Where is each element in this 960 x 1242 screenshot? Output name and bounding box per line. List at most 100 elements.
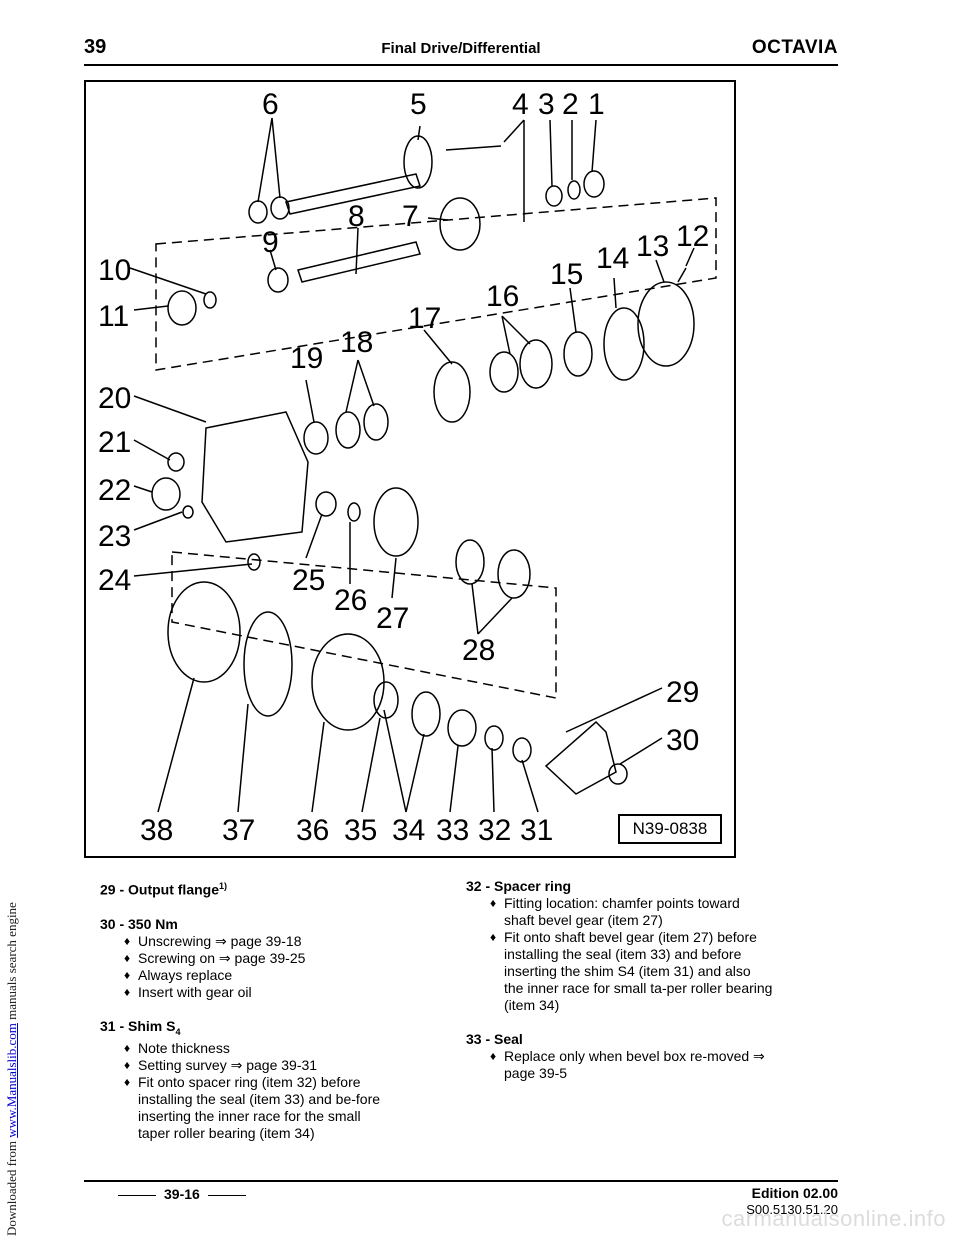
label-35: 35: [344, 814, 377, 847]
label-34: 34: [392, 814, 425, 847]
label-31: 31: [520, 814, 553, 847]
cover-36: [311, 633, 385, 731]
ring-10: [203, 291, 217, 309]
label-8: 8: [348, 200, 365, 233]
bearing-16b: [489, 351, 519, 393]
footnote-mark: 1): [219, 881, 228, 891]
brand-name: OCTAVIA: [751, 37, 838, 58]
bearing-18a: [363, 403, 389, 441]
race-28b: [497, 549, 531, 599]
subscript: 4: [175, 1026, 181, 1037]
label-30: 30: [666, 724, 699, 757]
label-36: 36: [296, 814, 329, 847]
race-18b: [335, 411, 361, 449]
page-header: 39 Final Drive/Differential OCTAVIA: [84, 34, 838, 66]
chapter-number: 39: [84, 36, 107, 58]
shim-31: [512, 737, 532, 763]
leader-lines: [129, 117, 695, 813]
exploded-view-figure: 6 5 4 3 2 1 7 8 9 10 11 12 13 14 15 16 1…: [84, 80, 736, 858]
label-19: 19: [290, 342, 323, 375]
label-21: 21: [98, 426, 131, 459]
label-12: 12: [676, 220, 709, 253]
bullet: Insert with gear oil: [124, 984, 388, 1001]
label-3: 3: [538, 88, 555, 121]
label-27: 27: [376, 602, 409, 635]
item-31-title: 31 - Shim S: [100, 1017, 176, 1034]
exploded-diagram: 6 5 4 3 2 1 7 8 9 10 11 12 13 14 15 16 1…: [98, 88, 717, 847]
download-note: Downloaded from www.Manualslib.com manua…: [0, 0, 24, 1242]
plug-23: [182, 505, 194, 519]
download-suffix: manuals search engine: [4, 902, 19, 1024]
left-column: 29 - Output flange1) 30 - 350 Nm Unscrew…: [100, 878, 388, 1159]
label-10: 10: [98, 254, 131, 287]
bullet: Unscrewing ⇒ page 39-18: [124, 933, 388, 950]
bolt-12: [677, 267, 687, 283]
bullet: Screwing on ⇒ page 39-25: [124, 950, 388, 967]
label-15: 15: [550, 258, 583, 291]
shim-15: [563, 331, 593, 377]
bullet: Always replace: [124, 967, 388, 984]
seal-33: [447, 709, 477, 747]
item-32: 32 - Spacer ring Fitting location: chamf…: [466, 878, 774, 1014]
bearing-6b: [270, 196, 290, 220]
manualslib-link[interactable]: www.Manualslib.com: [4, 1023, 19, 1138]
bullet: Fitting location: chamfer points toward …: [490, 895, 774, 929]
race-16a: [519, 339, 553, 389]
output-flange-29: [544, 720, 617, 795]
label-5: 5: [410, 88, 427, 121]
nut-30: [608, 763, 628, 785]
washer-3: [545, 185, 563, 207]
footer-page: 39-16: [110, 1186, 254, 1202]
item-30: 30 - 350 Nm Unscrewing ⇒ page 39-18 Scre…: [100, 916, 388, 1001]
o-ring-22: [151, 477, 181, 511]
label-18: 18: [340, 326, 373, 359]
seal-1: [583, 170, 605, 198]
gear-27: [373, 487, 419, 557]
label-25: 25: [292, 564, 325, 597]
item-33-title: 33 - Seal: [466, 1031, 523, 1047]
part-labels: 6 5 4 3 2 1 7 8 9 10 11 12 13 14 15 16 1…: [98, 88, 709, 847]
upper-dashed-frame: [155, 197, 717, 371]
label-29: 29: [666, 676, 699, 709]
figure-code: N39-0838: [618, 814, 722, 844]
label-14: 14: [596, 242, 629, 275]
label-26: 26: [334, 584, 367, 617]
item-33: 33 - Seal Replace only when bevel box re…: [466, 1031, 774, 1082]
ring-26: [347, 502, 361, 522]
page-number: 39-16: [164, 1186, 200, 1202]
race-35: [373, 681, 399, 719]
seal-11: [167, 290, 197, 326]
download-prefix: Downloaded from: [4, 1137, 19, 1236]
label-4: 4: [512, 88, 529, 121]
label-38: 38: [140, 814, 173, 847]
label-7: 7: [402, 200, 419, 233]
item-29: 29 - Output flange1): [100, 878, 388, 899]
label-6: 6: [262, 88, 279, 121]
item-30-title: 30 - 350 Nm: [100, 915, 178, 932]
bullet: Fit onto shaft bevel gear (item 27) befo…: [490, 929, 774, 1014]
label-1: 1: [588, 88, 605, 121]
bearing-25: [315, 491, 337, 517]
label-17: 17: [408, 302, 441, 335]
page-title: Final Drive/Differential: [381, 40, 541, 57]
label-23: 23: [98, 520, 131, 553]
bullet: Setting survey ⇒ page 39-31: [124, 1057, 388, 1074]
magnet-24: [247, 553, 261, 571]
label-11: 11: [98, 300, 129, 333]
lower-dashed-frame: [171, 551, 557, 699]
bearing-34: [411, 691, 441, 737]
bevel-gear-17: [433, 361, 471, 423]
label-37: 37: [222, 814, 255, 847]
shaft-8: [297, 241, 421, 283]
o-ring-37: [243, 611, 293, 717]
label-20: 20: [98, 382, 131, 415]
right-column: 32 - Spacer ring Fitting location: chamf…: [466, 878, 774, 1099]
item-32-title: 32 - Spacer ring: [466, 878, 572, 894]
item-31: 31 - Shim S4 Note thickness Setting surv…: [100, 1018, 388, 1143]
ring-2: [567, 180, 581, 200]
watermark: carmanualsonline.info: [721, 1206, 946, 1231]
o-ring-14: [603, 307, 645, 381]
label-28: 28: [462, 634, 495, 667]
bullet: Note thickness: [124, 1040, 388, 1057]
bearing-6a: [248, 200, 268, 224]
